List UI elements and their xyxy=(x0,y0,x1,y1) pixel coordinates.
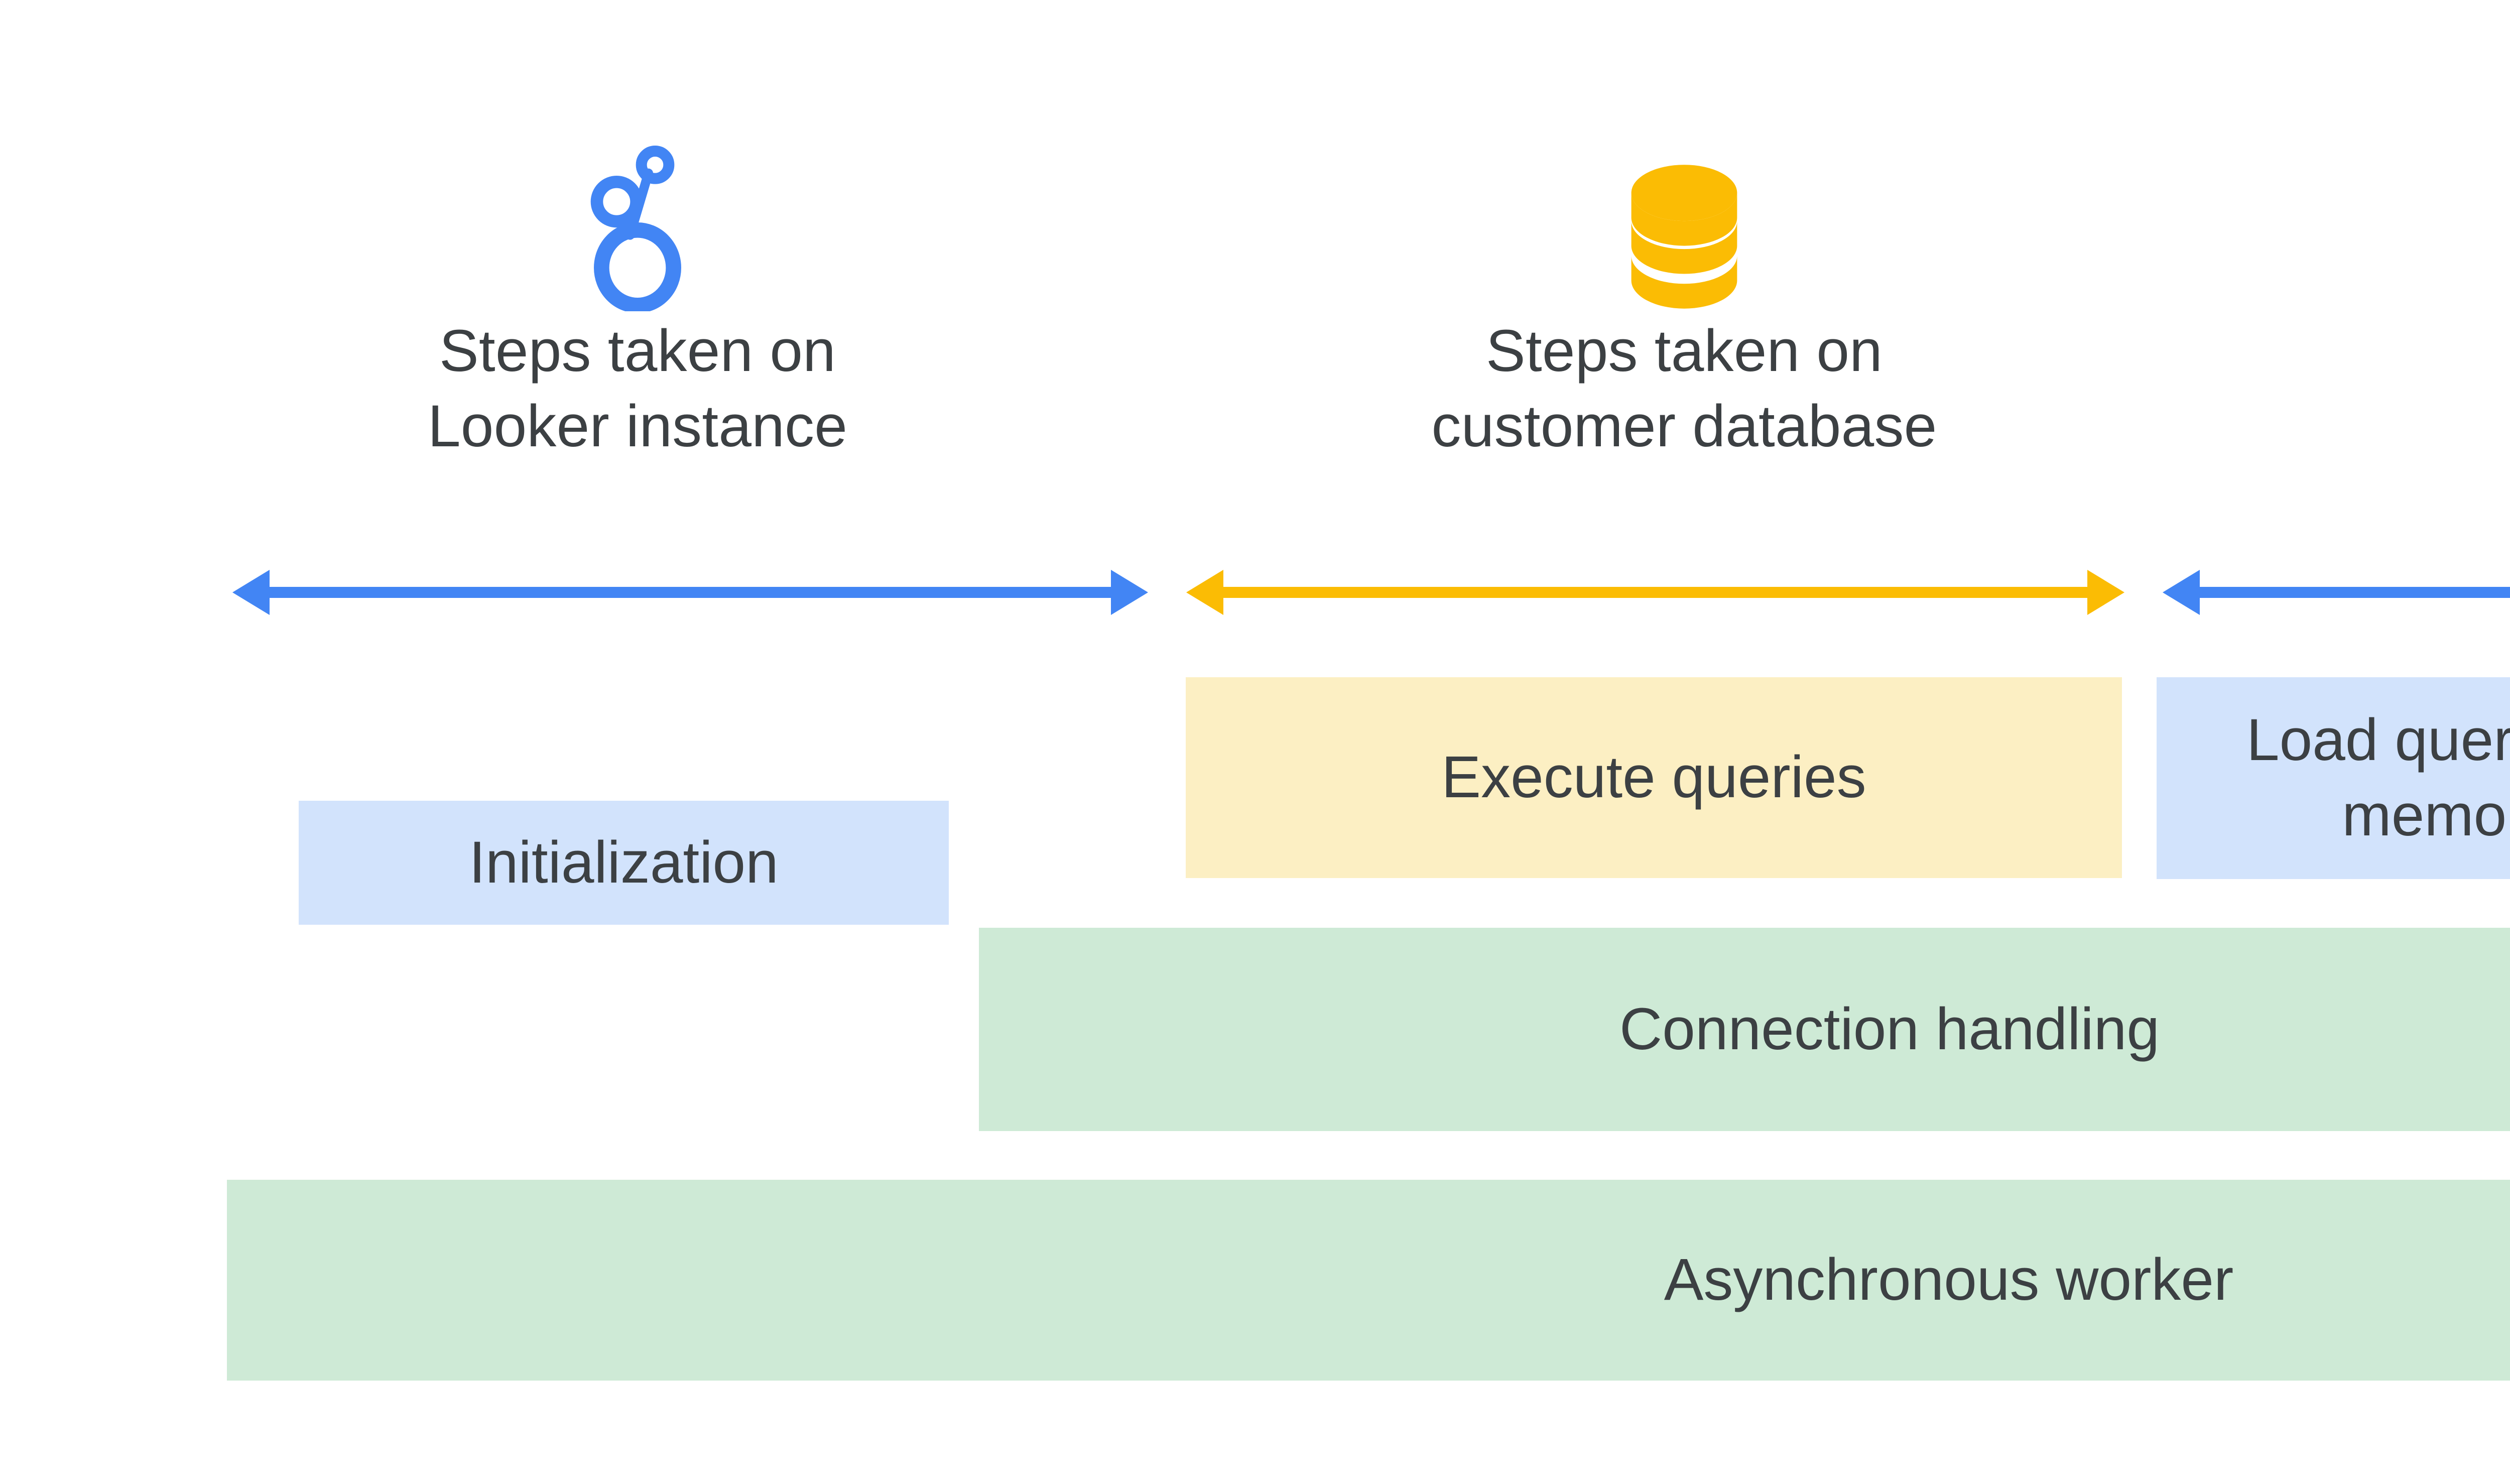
process-box-label: Asynchronous worker xyxy=(1664,1247,2234,1313)
span-arrow-looker-right xyxy=(2159,550,2510,635)
database-icon xyxy=(1335,146,2033,314)
phase-head-looker-left: Steps taken on Looker instance xyxy=(392,146,884,464)
looker-logo-icon xyxy=(392,146,884,314)
phase-caption-looker-left: Steps taken on Looker instance xyxy=(427,318,848,459)
process-box-asynchronous-worker[interactable]: Asynchronous worker xyxy=(227,1180,2510,1381)
process-box-label: Initialization xyxy=(469,829,779,896)
phase-head-customer-db: Steps taken on customer database xyxy=(1335,146,2033,464)
process-box-load-queries-memory[interactable]: Load queries in memory xyxy=(2157,677,2510,879)
span-arrow-looker-left xyxy=(228,550,1152,635)
process-box-label: Load queries in memory xyxy=(2246,707,2510,848)
span-arrow-customer-db xyxy=(1182,550,2128,635)
process-box-initialization[interactable]: Initialization xyxy=(299,801,949,925)
phase-caption-customer-db: Steps taken on customer database xyxy=(1431,318,1937,459)
process-box-execute-queries[interactable]: Execute queries xyxy=(1186,677,2122,878)
process-box-label: Connection handling xyxy=(1619,996,2160,1062)
process-box-connection-handling[interactable]: Connection handling xyxy=(979,928,2510,1131)
process-box-label: Execute queries xyxy=(1441,744,1866,811)
